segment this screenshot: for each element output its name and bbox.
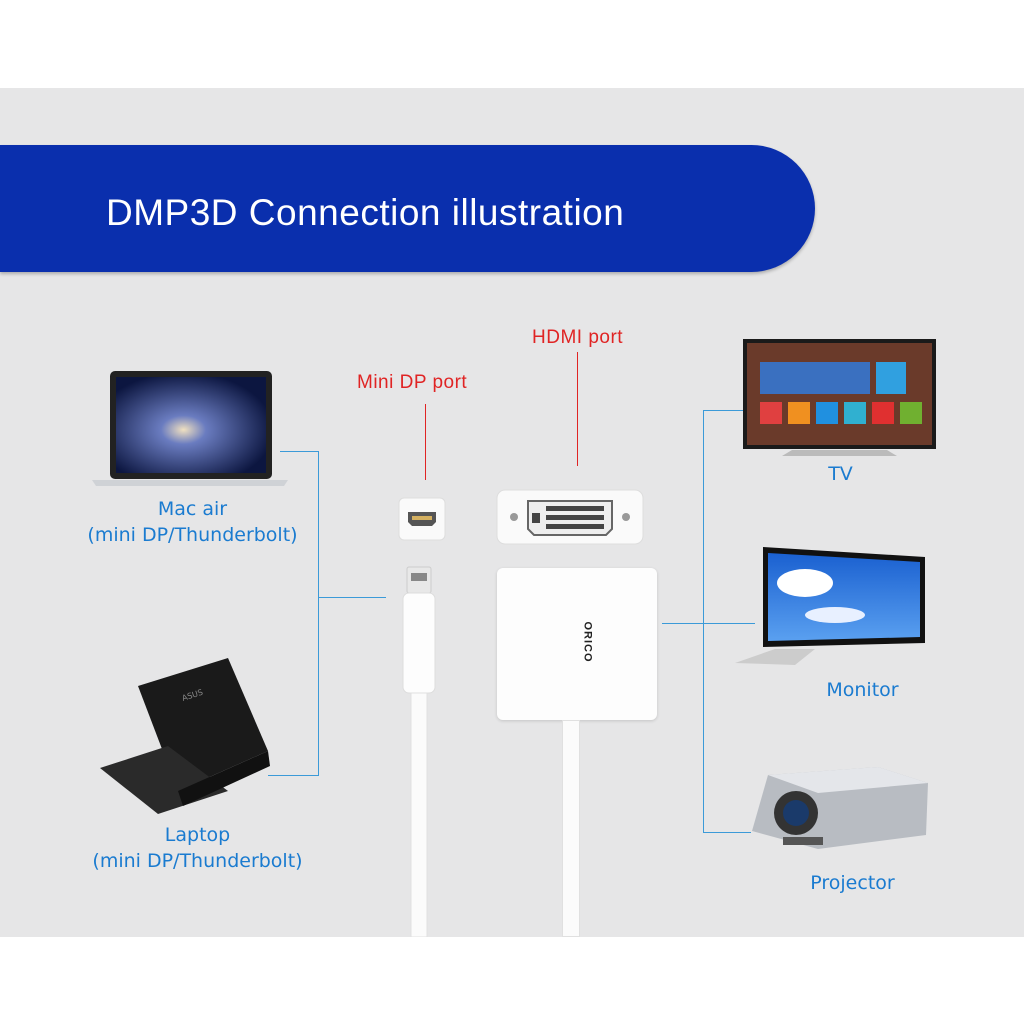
dvi-port-image — [496, 489, 644, 545]
mac-air-label: Mac air (mini DP/Thunderbolt) — [70, 496, 315, 548]
monitor-label: Monitor — [826, 679, 899, 701]
laptop-name: Laptop — [164, 824, 231, 846]
monitor-image — [735, 547, 925, 665]
projector-label: Projector — [810, 872, 895, 894]
connector-line — [318, 597, 386, 598]
laptop-label: Laptop (mini DP/Thunderbolt) — [70, 822, 325, 874]
tv-image — [743, 339, 936, 456]
connector-line — [662, 623, 704, 624]
page-title: DMP3D Connection illustration — [106, 192, 625, 233]
connector-line — [703, 832, 751, 833]
hdmi-port-label: HDMI port — [532, 327, 624, 348]
mini-dp-cable-image — [402, 566, 436, 937]
mac-air-image — [92, 371, 288, 486]
mac-air-detail: (mini DP/Thunderbolt) — [87, 524, 298, 546]
laptop-image: ASUS — [100, 658, 270, 814]
connector-line — [703, 410, 745, 411]
hdmi-cable — [562, 720, 580, 937]
mac-air-name: Mac air — [157, 498, 228, 520]
tv-label: TV — [828, 463, 853, 485]
laptop-detail: (mini DP/Thunderbolt) — [92, 850, 303, 872]
mini-dp-port-label: Mini DP port — [357, 372, 468, 393]
projector-image — [752, 767, 928, 849]
mini-dp-port-image — [398, 497, 446, 541]
hdmi-leader-line — [577, 352, 578, 466]
connector-line — [280, 451, 319, 452]
mini-dp-leader-line — [425, 404, 426, 480]
connector-line — [703, 623, 755, 624]
orico-logo: ORICO — [581, 621, 594, 663]
connector-line — [318, 451, 319, 776]
connector-line — [268, 775, 319, 776]
title-banner — [0, 145, 815, 272]
adapter-body: ORICO — [497, 568, 657, 720]
connector-line — [703, 410, 704, 833]
